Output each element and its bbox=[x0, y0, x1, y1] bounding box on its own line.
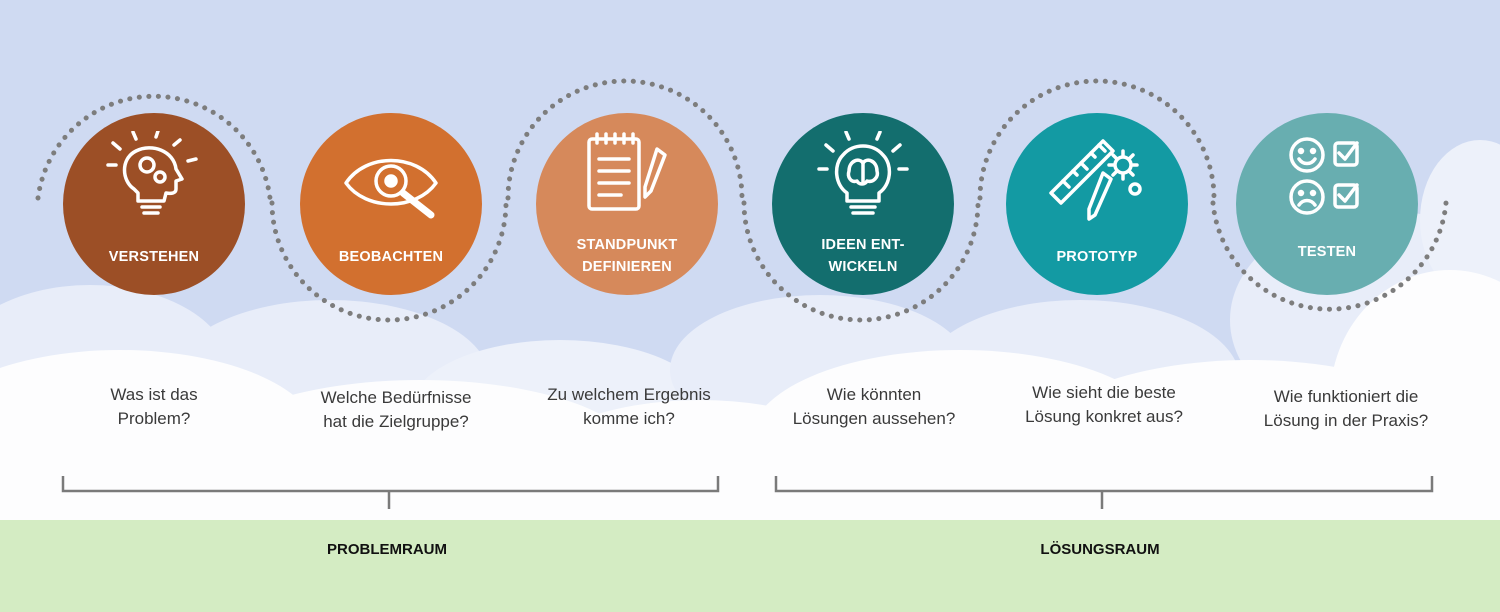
step-label: IDEEN ENT- WICKELN bbox=[821, 237, 905, 275]
brackets bbox=[61, 476, 1434, 509]
step-verstehen: VERSTEHEN bbox=[63, 113, 245, 295]
lightbulb-brain-icon bbox=[817, 131, 909, 215]
ground bbox=[0, 520, 1500, 612]
notepad-pencil-icon bbox=[587, 132, 667, 211]
question-standpunkt: Zu welchem Ergebnis komme ich? bbox=[547, 385, 711, 428]
step-label: VERSTEHEN bbox=[108, 249, 200, 265]
step-testen: TESTEN bbox=[1236, 113, 1418, 295]
bracket-loesungsraum bbox=[774, 476, 1434, 509]
step-beobachten: BEOBACHTEN bbox=[300, 113, 482, 295]
question-beobachten: Welche Bedürfnisse hat die Zielgruppe? bbox=[320, 388, 472, 431]
question-ideen: Wie könnten Lösungen aussehen? bbox=[792, 385, 956, 428]
step-label: BEOBACHTEN bbox=[338, 249, 444, 265]
clouds bbox=[0, 140, 1500, 540]
bracket-problemraum bbox=[61, 476, 720, 509]
step-ideen-entwickeln: IDEEN ENT- WICKELN bbox=[772, 113, 954, 295]
loesungsraum-label: LÖSUNGSRAUM bbox=[1040, 541, 1160, 558]
ruler-pencil-gears-icon bbox=[1049, 139, 1142, 221]
question-prototyp: Wie sieht die beste Lösung konkret aus? bbox=[1025, 383, 1183, 426]
question-testen: Wie funktioniert die Lösung in der Praxi… bbox=[1263, 387, 1429, 430]
problemraum-label: PROBLEMRAUM bbox=[327, 541, 447, 558]
eye-magnifier-icon bbox=[344, 158, 438, 219]
step-prototyp: PROTOTYP bbox=[1006, 113, 1188, 295]
smileys-checkboxes-icon bbox=[1289, 137, 1359, 215]
lightbulb-head-gears-icon bbox=[106, 131, 198, 215]
step-label: PROTOTYP bbox=[1056, 249, 1138, 265]
question-verstehen: Was ist das Problem? bbox=[110, 385, 198, 428]
dotted-arcs bbox=[35, 78, 1449, 323]
step-standpunkt-definieren: STANDPUNKT DEFINIEREN bbox=[536, 113, 718, 295]
step-label: TESTEN bbox=[1297, 244, 1357, 260]
step-label: STANDPUNKT DEFINIEREN bbox=[576, 237, 678, 275]
